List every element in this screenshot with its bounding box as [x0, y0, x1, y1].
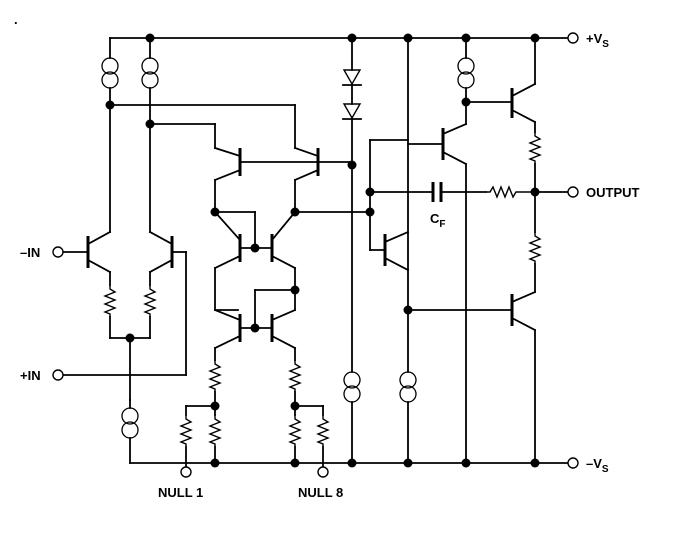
null8-label: NULL 8	[298, 485, 343, 500]
plus-in-label: +IN	[20, 368, 41, 383]
terminal-plus-vs	[567, 32, 579, 44]
second-stage-transistors	[213, 146, 371, 361]
terminal-output	[567, 186, 579, 198]
cap-label: CF	[430, 211, 446, 230]
terminal-minus-vs	[567, 457, 579, 469]
terminal-plus-in	[52, 369, 64, 381]
terminal-null1	[180, 466, 192, 478]
supply-positive-label: +VS	[586, 31, 609, 50]
input-transistor-left	[63, 230, 112, 286]
null-resistor-network	[180, 359, 329, 468]
input-emitter-resistors	[104, 284, 156, 464]
terminal-minus-in	[52, 246, 64, 258]
output-driver	[369, 37, 569, 464]
input-current-sources	[101, 37, 296, 233]
input-transistor-right	[148, 230, 187, 376]
corner-mark: .	[14, 12, 18, 27]
null1-label: NULL 1	[158, 485, 203, 500]
supply-negative-label: –VS	[586, 456, 609, 475]
minus-in-label: –IN	[20, 245, 40, 260]
diode-string	[342, 37, 362, 464]
junction-dots	[105, 33, 540, 468]
output-label: OUTPUT	[586, 185, 640, 200]
terminal-null8	[317, 466, 329, 478]
